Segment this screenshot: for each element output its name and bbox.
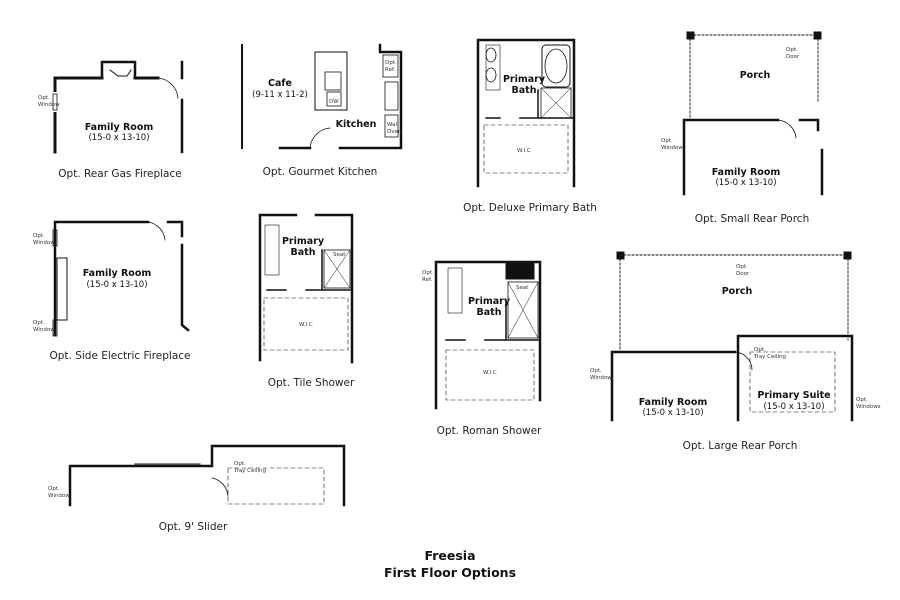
caption-rear-gas-fireplace: Opt. Rear Gas Fireplace [58, 168, 182, 180]
opt-window-note: Opt.Window [38, 95, 60, 108]
room-dimensions: (15-0 x 13-10) [88, 133, 150, 143]
plan-gourmet-kitchen [241, 43, 403, 150]
plan-rear-gas-fireplace [52, 60, 184, 154]
opt-window-note: Opt.Window [590, 368, 612, 381]
plan-small-rear-porch [682, 31, 824, 196]
plan-9-slider [68, 444, 346, 507]
wic-label: W.I.C [517, 148, 531, 154]
plan-roman-shower [434, 260, 542, 410]
opt-ref-note: Opt.Ref. [422, 270, 434, 283]
room-label-cafe: Cafe [268, 78, 292, 89]
room-label-porch: Porch [739, 70, 771, 81]
opt-door-note: Opt.Door [786, 47, 800, 60]
opt-ref-note: Opt.Ref. [385, 60, 397, 73]
caption-9-slider: Opt. 9' Slider [158, 521, 228, 533]
caption-deluxe-primary-bath: Opt. Deluxe Primary Bath [463, 202, 597, 214]
room-label-porch: Porch [721, 286, 753, 297]
room-label-family: Family Room [711, 167, 781, 178]
opt-tray-ceiling-note: Opt.Tray Ceiling [754, 347, 786, 360]
opt-window-note: Opt.Window [33, 320, 55, 333]
opt-windows-note: Opt.Windows [856, 397, 881, 410]
room-dimensions: (15-0 x 13-10) [642, 408, 704, 418]
plan-title: Freesia [424, 548, 476, 563]
plan-subtitle: First Floor Options [383, 565, 517, 580]
opt-door-note: Opt.Door [736, 264, 750, 277]
seat-label: Seat [333, 252, 346, 258]
room-label-family: Family Room [82, 268, 152, 279]
caption-tile-shower: Opt. Tile Shower [267, 377, 355, 389]
room-label-family: Family Room [638, 397, 708, 408]
plan-tile-shower [258, 213, 354, 364]
caption-small-rear-porch: Opt. Small Rear Porch [694, 213, 810, 225]
caption-roman-shower: Opt. Roman Shower [436, 425, 542, 437]
room-label-family: Family Room [84, 122, 154, 133]
plan-large-rear-porch [610, 251, 854, 422]
opt-window-note: Opt.Window [661, 138, 683, 151]
opt-window-note: Opt.Window [48, 486, 70, 499]
room-label-kitchen: Kitchen [335, 119, 377, 130]
room-dimensions: (15-0 x 13-10) [715, 178, 777, 188]
room-dimensions: (9-11 x 11-2) [252, 90, 308, 100]
opt-window-note: Opt.Window [33, 233, 55, 246]
caption-gourmet-kitchen: Opt. Gourmet Kitchen [262, 166, 378, 178]
plan-side-electric-fireplace [52, 220, 190, 337]
plan-deluxe-primary-bath [476, 38, 576, 188]
seat-label: Seat [516, 285, 529, 291]
wic-label: W.I.C [483, 370, 497, 376]
dishwasher-label: DW [329, 99, 339, 105]
opt-tray-ceiling-note: Opt.Tray Ceiling [234, 461, 266, 474]
room-dimensions: (15-0 x 13-10) [763, 402, 825, 412]
room-dimensions: (15-0 x 13-10) [86, 280, 148, 290]
caption-large-rear-porch: Opt. Large Rear Porch [682, 440, 798, 452]
caption-side-electric-fireplace: Opt. Side Electric Fireplace [49, 350, 191, 362]
wic-label: W.I.C [299, 322, 313, 328]
room-label-primary-suite: Primary Suite [757, 390, 831, 401]
